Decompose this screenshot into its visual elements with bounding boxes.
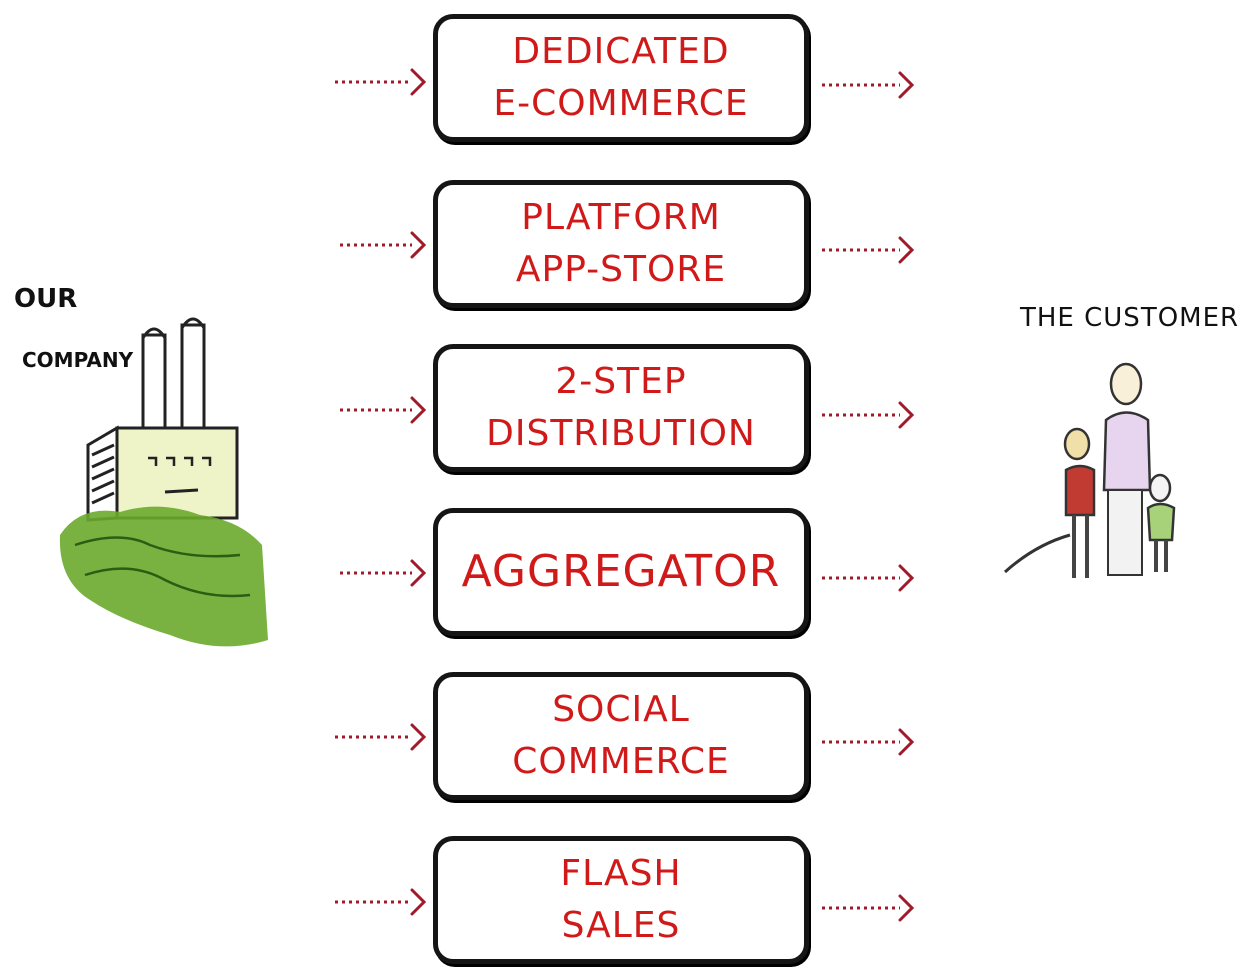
family-icon xyxy=(1003,362,1176,578)
dotted-arrow-icon xyxy=(822,401,915,429)
company-label-line1: OUR xyxy=(14,284,78,314)
dotted-arrow-icon xyxy=(822,236,915,264)
dotted-arrow-icon xyxy=(335,888,427,916)
channel-box-line2: E-COMMERCE xyxy=(493,83,749,124)
factory-icon xyxy=(59,317,268,647)
dotted-arrow-icon xyxy=(340,559,427,587)
channel-box-2-step-distribution: 2-STEP DISTRIBUTION xyxy=(433,344,809,472)
company-label-line2: COMPANY xyxy=(22,348,134,372)
dotted-arrow-icon xyxy=(335,68,427,96)
dotted-arrow-icon xyxy=(822,894,915,922)
channel-box-line1: DEDICATED xyxy=(512,31,730,72)
channel-box-line1: AGGREGATOR xyxy=(461,546,781,597)
channel-box-dedicated-ecommerce: DEDICATED E-COMMERCE xyxy=(433,14,809,142)
channel-box-flash-sales: FLASH SALES xyxy=(433,836,809,964)
right-arrows xyxy=(822,71,915,922)
dotted-arrow-icon xyxy=(822,728,915,756)
channel-box-line1: 2-STEP xyxy=(555,361,687,402)
channel-box-line1: FLASH xyxy=(560,853,682,894)
dotted-arrow-icon xyxy=(822,564,915,592)
channel-box-line1: SOCIAL xyxy=(552,689,690,730)
channel-box-social-commerce: SOCIAL COMMERCE xyxy=(433,672,809,800)
channel-box-line2: DISTRIBUTION xyxy=(486,413,756,454)
dotted-arrow-icon xyxy=(335,723,427,751)
dotted-arrow-icon xyxy=(822,71,915,99)
channel-box-aggregator: AGGREGATOR xyxy=(433,508,809,636)
channel-box-line2: APP-STORE xyxy=(515,249,727,290)
channel-box-line1: PLATFORM xyxy=(521,197,721,238)
channel-box-line2: SALES xyxy=(561,905,681,946)
left-arrows xyxy=(335,68,427,916)
dotted-arrow-icon xyxy=(340,396,427,424)
dotted-arrow-icon xyxy=(340,231,427,259)
channel-box-platform-app-store: PLATFORM APP-STORE xyxy=(433,180,809,308)
channel-box-line2: COMMERCE xyxy=(512,741,730,782)
customer-label: THE CUSTOMER xyxy=(1020,303,1240,333)
